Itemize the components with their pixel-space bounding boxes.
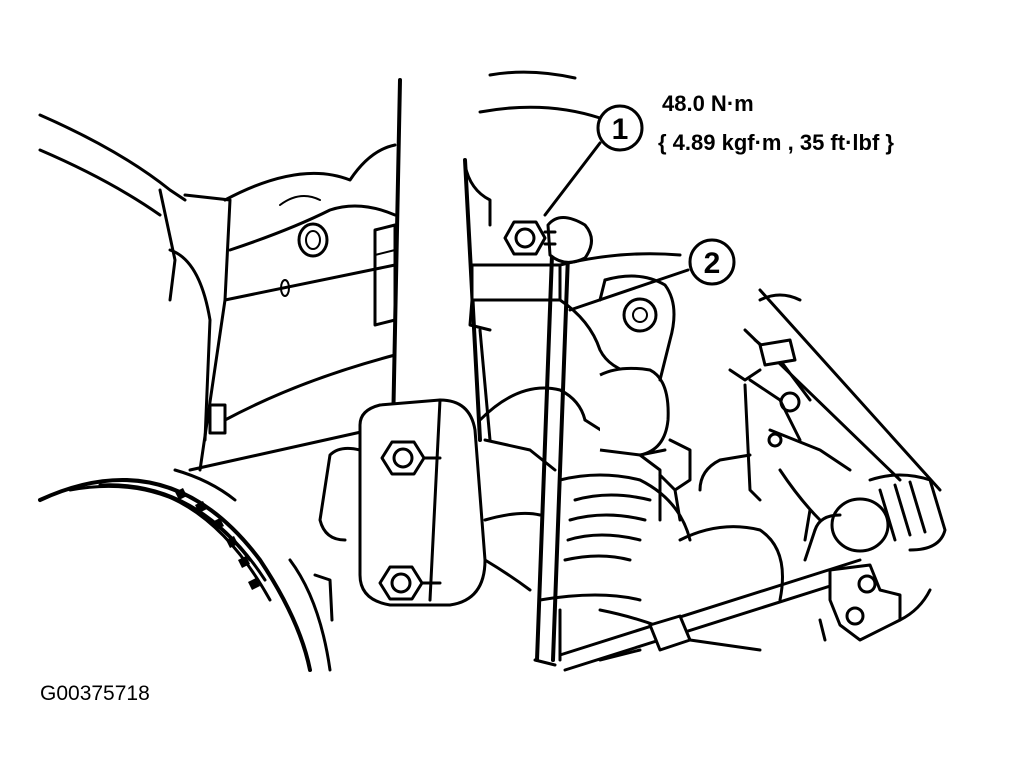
lower-bracket bbox=[818, 563, 932, 642]
rotor-vents bbox=[175, 488, 260, 590]
torque-spec-metric: 48.0 N·m bbox=[662, 91, 754, 116]
stabilizer-link-nut bbox=[503, 220, 557, 256]
torque-spec-imperial: { 4.89 kgf·m , 35 ft·lbf } bbox=[658, 130, 894, 155]
knuckle-bolt-upper bbox=[380, 440, 442, 476]
figure-id: G00375718 bbox=[40, 682, 150, 705]
knuckle-bolt-lower bbox=[378, 565, 442, 601]
leader-lines bbox=[543, 141, 690, 312]
tie-rod bbox=[558, 453, 867, 672]
tie-rod-end bbox=[803, 473, 947, 562]
torque-spec: 48.0 N·m { 4.89 kgf·m , 35 ft·lbf } bbox=[658, 91, 894, 155]
callout-1-number: 1 bbox=[612, 113, 629, 146]
steering-gear-housing bbox=[728, 288, 942, 542]
spring-seat-arcs bbox=[478, 70, 602, 120]
brake-rotor bbox=[38, 468, 334, 672]
callout-1: 1 bbox=[596, 104, 644, 152]
callout-2: 2 bbox=[688, 238, 736, 286]
body-structure bbox=[38, 113, 397, 472]
stabilizer-link bbox=[533, 216, 593, 667]
callout-2-number: 2 bbox=[704, 247, 721, 280]
